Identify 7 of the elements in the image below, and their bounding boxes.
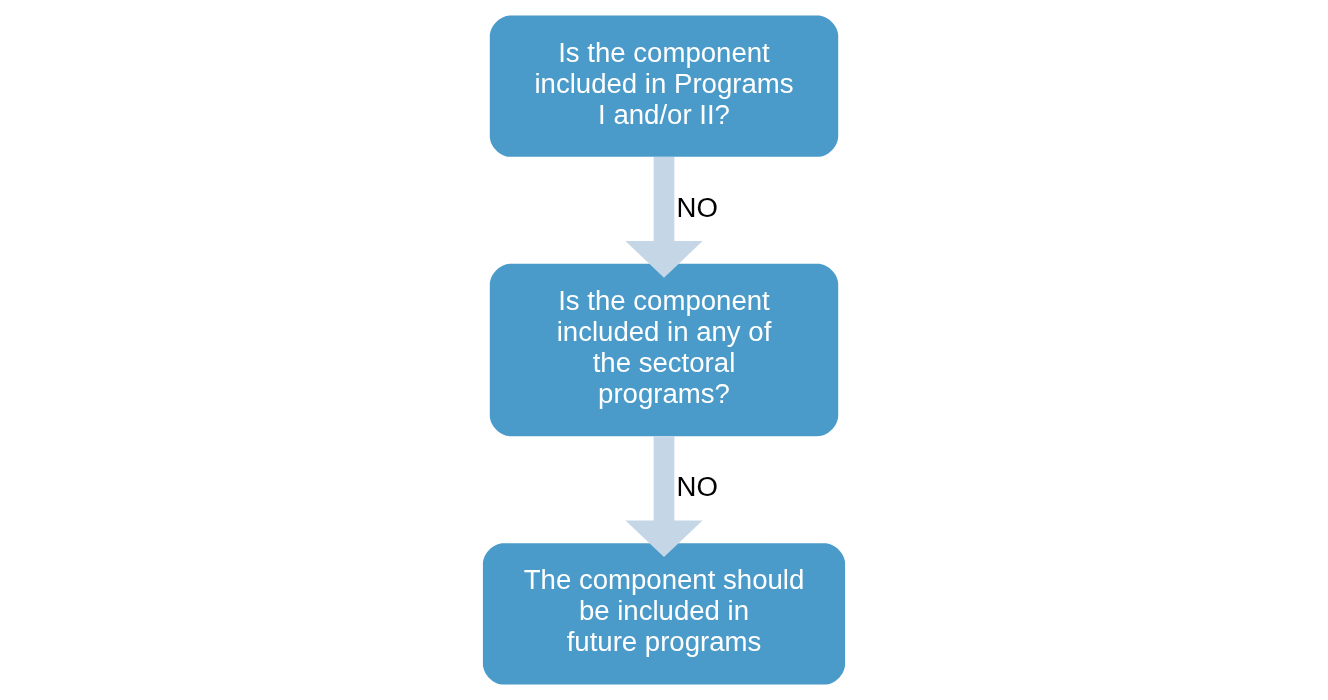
node-box: Is the component included in Programs I and/or II? [489,15,839,157]
edge-label: NO [676,471,718,503]
edge-label: NO [676,191,718,223]
arrow [625,156,703,278]
arrow [625,436,703,558]
node-box: Is the component included in any of the sectoral programs? [489,263,839,437]
node-box: The component should be included in future programs [482,543,846,685]
